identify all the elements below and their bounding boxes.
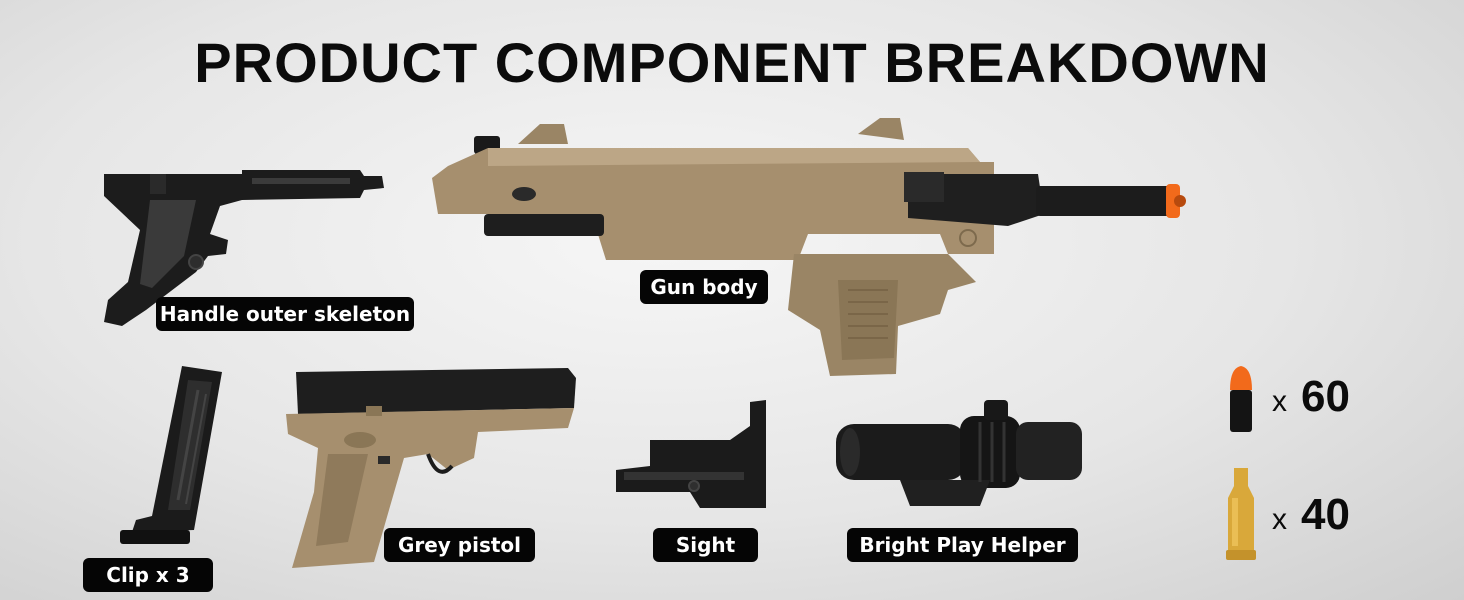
grey-pistol-image bbox=[286, 368, 576, 568]
bright-play-helper-image bbox=[836, 400, 1082, 506]
label-bright-play-helper: Bright Play Helper bbox=[847, 528, 1078, 562]
handle-skeleton-image bbox=[104, 170, 384, 326]
shell-quantity: x 40 bbox=[1272, 490, 1350, 550]
gun-body-image bbox=[432, 118, 1186, 376]
shell-quantity-count: 40 bbox=[1301, 490, 1350, 539]
label-clip: Clip x 3 bbox=[83, 558, 213, 592]
dart-quantity-count: 60 bbox=[1301, 372, 1350, 421]
label-handle-skeleton: Handle outer skeleton bbox=[156, 297, 414, 331]
dart-quantity: x 60 bbox=[1272, 372, 1350, 432]
page-title: PRODUCT COMPONENT BREAKDOWN bbox=[194, 31, 1270, 94]
shell-quantity-prefix: x bbox=[1272, 503, 1287, 536]
orange-tip-dart-icon bbox=[1230, 366, 1252, 432]
dart-quantity-prefix: x bbox=[1272, 385, 1287, 418]
sight-image bbox=[616, 400, 766, 508]
brass-shell-casing-icon bbox=[1226, 468, 1256, 560]
label-sight: Sight bbox=[653, 528, 758, 562]
clip-image bbox=[120, 366, 222, 544]
label-grey-pistol: Grey pistol bbox=[384, 528, 535, 562]
label-gun-body: Gun body bbox=[640, 270, 768, 304]
